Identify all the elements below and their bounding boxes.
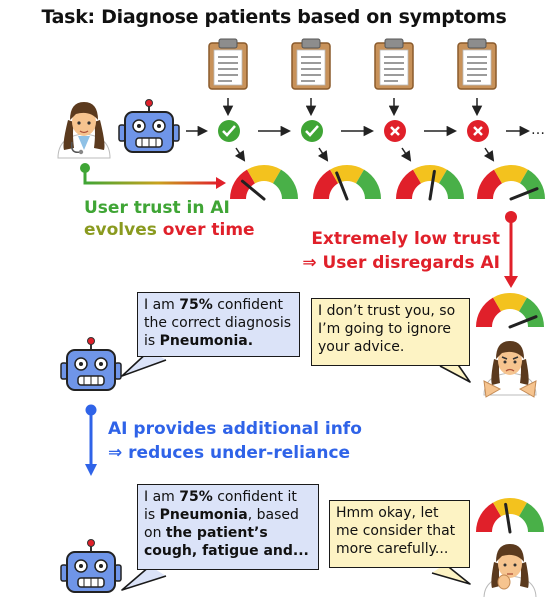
trust-gauge	[477, 165, 545, 201]
page-title: Task: Diagnose patients based on symptom…	[41, 6, 507, 28]
ai-message-bubble: I am 75% confident the correct diagnosis…	[137, 292, 300, 357]
outcome-correct-icon	[301, 120, 323, 142]
trust-caption-line1: User trust in AI	[84, 198, 230, 218]
additional-info-line1: AI provides additional info	[108, 419, 362, 439]
ai-diagnosis: Pneumonia	[159, 507, 248, 523]
continuation-ellipsis: …	[531, 122, 545, 138]
robot-icon	[60, 538, 122, 593]
additional-info-caption: AI provides additional info ⇒ reduces un…	[108, 417, 362, 465]
user-text: I don’t trust you, so I’m going to ignor…	[318, 303, 456, 355]
outcome-correct-icon	[218, 120, 240, 142]
trust-caption-over-time: over time	[162, 220, 255, 240]
ai-message-bubble: I am 75% confident it is Pneumonia, base…	[137, 484, 319, 570]
ai-text: confident the correct diagnosis is	[144, 297, 292, 349]
trust-caption-line2: evolves over time	[84, 219, 255, 241]
trust-caption-evolves: evolves	[84, 220, 157, 240]
ai-text: confident it is	[144, 489, 297, 523]
robot-icon	[60, 336, 122, 391]
user-text: Hmm okay, let me consider that more care…	[336, 505, 456, 557]
bubble-tail	[121, 565, 167, 591]
user-message-bubble: Hmm okay, let me consider that more care…	[329, 500, 470, 568]
outcome-incorrect-icon	[384, 120, 406, 142]
ai-text: I am	[144, 489, 180, 505]
trust-caption: User trust in AI evolves over time	[84, 197, 255, 241]
bubble-tail	[431, 563, 471, 585]
clipboard-icon	[457, 38, 497, 90]
ai-confidence: 75%	[179, 489, 213, 505]
ai-text: , based on	[144, 507, 299, 541]
trust-gauge	[476, 498, 544, 534]
ai-confidence: 75%	[179, 297, 213, 313]
low-trust-line1: Extremely low trust	[311, 229, 500, 249]
low-trust-line2: ⇒ User disregards AI	[302, 253, 500, 273]
doctor-icon	[57, 101, 111, 159]
trust-evolution-arrow	[83, 168, 218, 185]
trust-gauge	[396, 165, 464, 201]
trust-gauge	[230, 165, 298, 201]
user-message-bubble: I don’t trust you, so I’m going to ignor…	[311, 298, 470, 366]
ai-diagnosis: Pneumonia.	[159, 333, 254, 349]
outcome-incorrect-icon	[467, 120, 489, 142]
low-trust-caption: Extremely low trust ⇒ User disregards AI	[290, 227, 500, 275]
ai-text: I am	[144, 297, 180, 313]
trust-gauge	[313, 165, 381, 201]
thinking-user-icon	[483, 544, 537, 597]
clipboard-icon	[374, 38, 414, 90]
ai-explanation: the patient’s cough, fatigue and...	[144, 525, 309, 559]
clipboard-icon	[291, 38, 331, 90]
robot-icon	[118, 98, 180, 153]
clipboard-icon	[208, 38, 248, 90]
frustrated-user-icon	[483, 341, 537, 398]
additional-info-line2: ⇒ reduces under-reliance	[108, 443, 351, 463]
trust-gauge	[476, 293, 544, 329]
